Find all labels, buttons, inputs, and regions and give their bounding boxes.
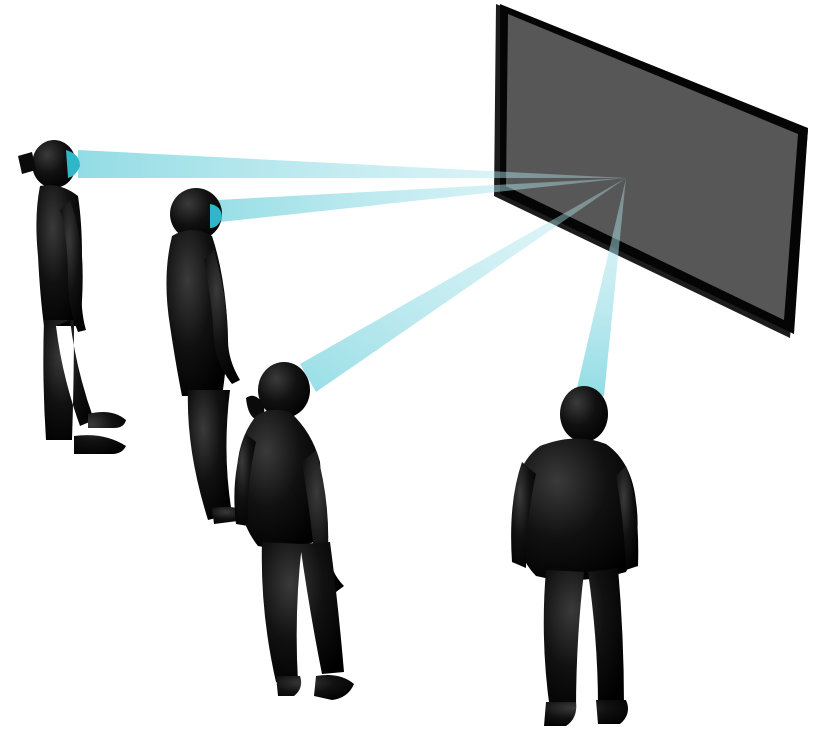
legs [262,542,344,682]
eye-tracker-icon [18,152,36,174]
gaze-cone-3 [300,178,626,392]
feet [544,700,628,726]
legs [188,390,232,520]
screen-face [506,14,798,320]
legs [544,568,624,710]
gaze-beams [78,150,626,396]
head [560,386,608,442]
torso [514,438,638,580]
standing-person-4 [511,386,638,726]
gaze-eye [66,150,80,178]
legs [43,320,94,440]
standing-person-1 [18,140,126,454]
display-screen [494,4,808,338]
head [258,362,310,418]
feet [276,675,354,700]
standing-person-3 [234,362,354,700]
